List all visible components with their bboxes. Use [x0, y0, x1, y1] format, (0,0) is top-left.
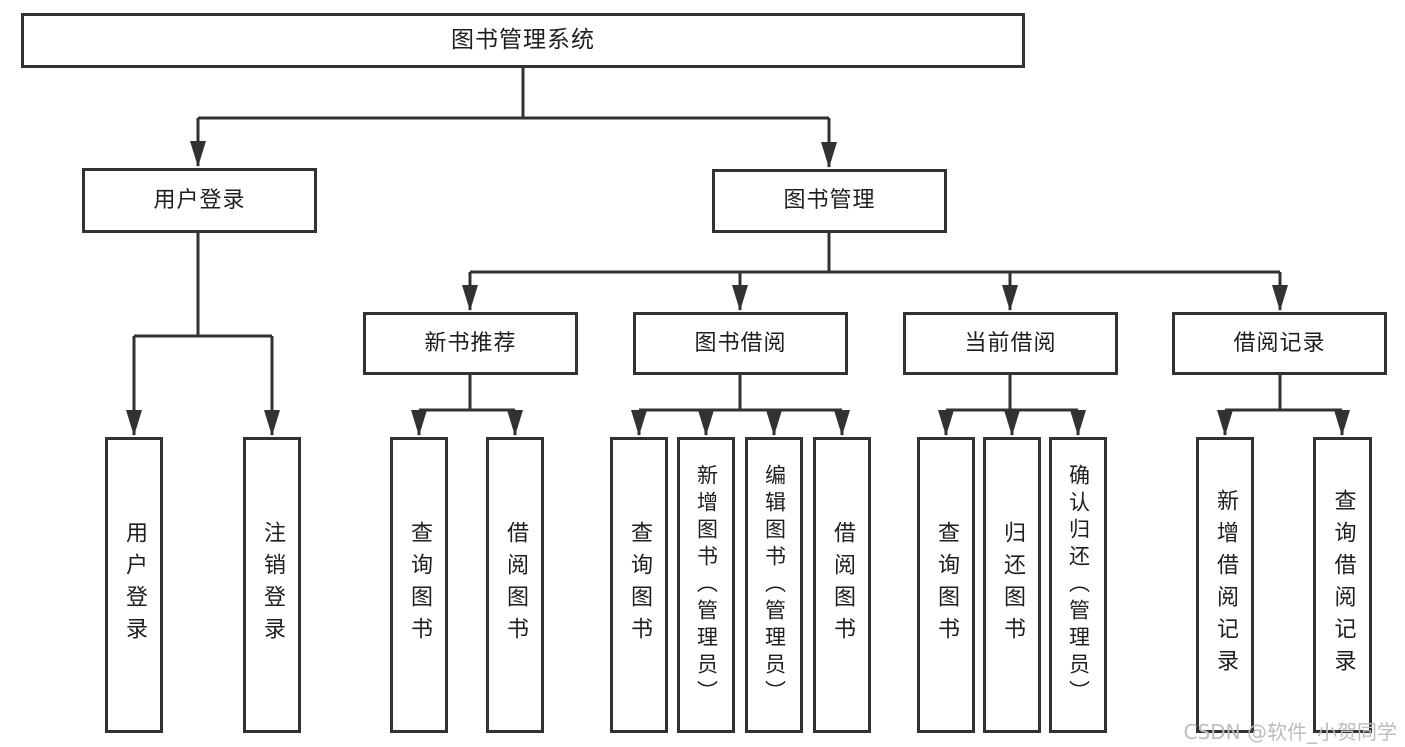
node-root-library-system: 图书管理系统 [21, 13, 1025, 68]
connector-group-borrow-records [1217, 375, 1350, 436]
node-leaf-return-books: 归还图书 [983, 437, 1041, 733]
node-label: 查询借阅记录 [1330, 489, 1356, 681]
connector-group-new-book-recommend [411, 375, 523, 436]
node-label: 编辑图书（管理员） [762, 463, 787, 707]
watermark: CSDN @软件_小贺同学 [1183, 720, 1397, 744]
node-label: 用户登录 [122, 521, 147, 649]
node-label: 图书借阅 [694, 330, 787, 356]
connector-group-root [190, 68, 837, 168]
node-leaf-query-books: 查询图书 [390, 437, 448, 733]
node-label: 新书推荐 [424, 330, 517, 356]
node-label: 注销登录 [260, 521, 285, 649]
node-leaf-query-books: 查询图书 [610, 437, 668, 733]
node-label: 确认归还（管理员） [1066, 463, 1091, 707]
node-book-borrow: 图书借阅 [633, 312, 848, 375]
node-leaf-user-login: 用户登录 [105, 437, 163, 733]
node-label: 新增图书（管理员） [694, 463, 719, 707]
node-label: 查询图书 [407, 521, 432, 649]
connector-group-book-management [462, 233, 1288, 311]
node-borrow-records: 借阅记录 [1172, 312, 1387, 375]
node-label: 查询图书 [627, 521, 652, 649]
node-user-login: 用户登录 [82, 168, 317, 233]
node-leaf-query-borrow-record: 查询借阅记录 [1313, 437, 1372, 733]
connector-group-book-borrow [631, 375, 850, 436]
node-label: 新增借阅记录 [1213, 489, 1238, 681]
node-leaf-borrow-books: 借阅图书 [486, 437, 544, 733]
node-label: 图书管理系统 [451, 27, 595, 53]
node-label: 查询图书 [934, 521, 959, 649]
node-label: 用户登录 [153, 187, 246, 213]
node-label: 图书管理 [783, 188, 876, 213]
node-label: 借阅记录 [1233, 330, 1326, 356]
node-leaf-edit-books-admin: 编辑图书（管理员） [745, 437, 803, 733]
node-leaf-query-books: 查询图书 [917, 437, 975, 733]
node-label: 借阅图书 [503, 521, 528, 649]
connector-group-current-borrow [938, 375, 1086, 436]
node-label: 当前借阅 [964, 330, 1057, 356]
node-leaf-add-books-admin: 新增图书（管理员） [677, 437, 735, 733]
node-label: 借阅图书 [830, 521, 855, 649]
node-label: 归还图书 [1000, 521, 1025, 649]
node-leaf-logout: 注销登录 [243, 437, 301, 733]
connector-group-user-login [126, 233, 280, 436]
node-leaf-borrow-books: 借阅图书 [813, 437, 871, 733]
node-current-borrow: 当前借阅 [903, 312, 1118, 375]
node-new-book-recommend: 新书推荐 [363, 312, 578, 375]
node-leaf-confirm-return-admin: 确认归还（管理员） [1049, 437, 1107, 733]
node-leaf-add-borrow-record: 新增借阅记录 [1196, 437, 1254, 733]
node-book-management: 图书管理 [712, 169, 947, 233]
